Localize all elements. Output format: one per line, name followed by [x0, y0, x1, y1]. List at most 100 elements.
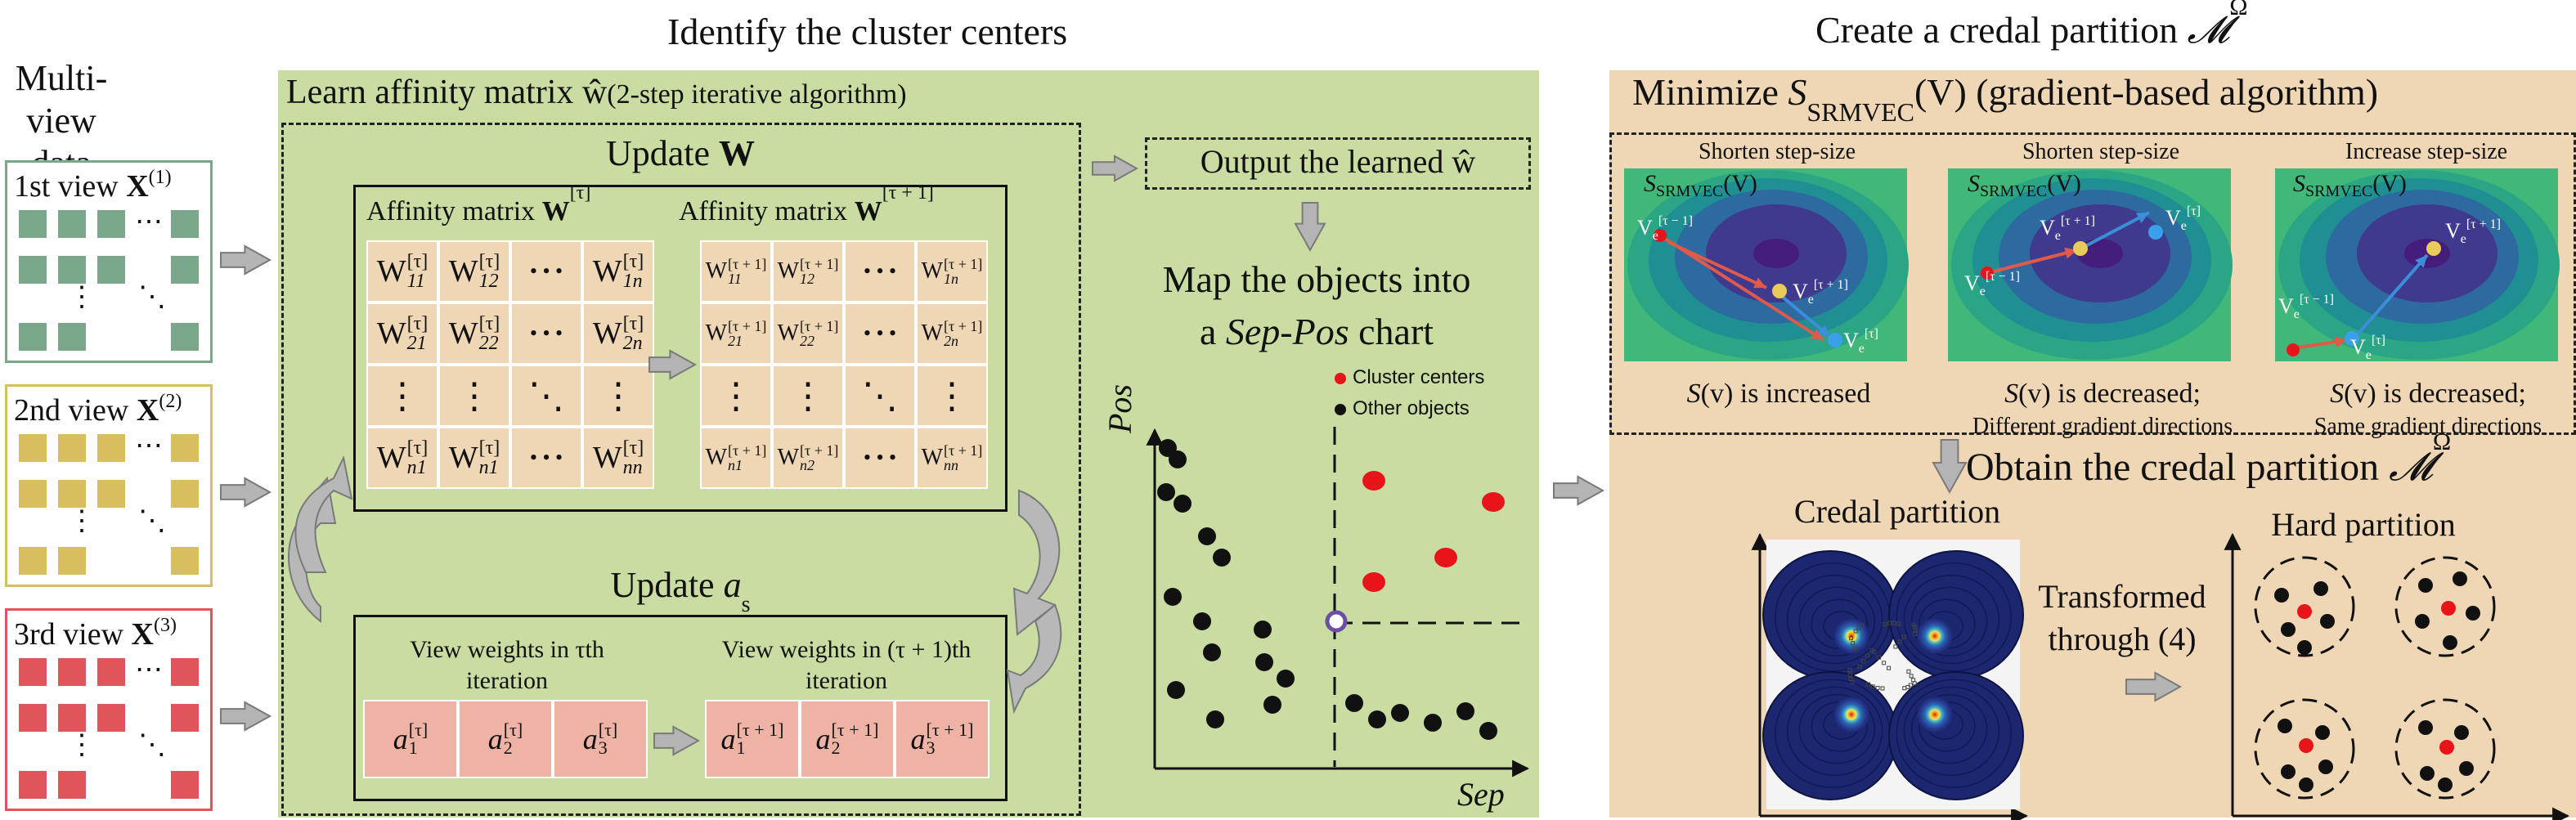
- view-label-text-1: 1st view: [14, 169, 127, 204]
- weight-sub: 3: [598, 737, 608, 758]
- map-s: S: [1968, 170, 1980, 197]
- learn-affinity-box: [281, 123, 1081, 816]
- matrix-cell: ⋱: [844, 365, 916, 427]
- matrix-index: [τ + 1]12: [800, 257, 838, 286]
- weights-tau-label: View weights in τth iteration: [360, 634, 654, 697]
- update-a-title: Update as: [353, 567, 1008, 616]
- view-cell: [58, 771, 86, 799]
- weight-cell: a[τ]1: [363, 700, 458, 778]
- view-cell: [58, 547, 86, 575]
- matrix-cell: W[τ]nn: [582, 427, 654, 489]
- matrix-var: W: [921, 320, 944, 346]
- ve-label-2c: Ve[τ]: [2165, 205, 2201, 233]
- ve-label-1b: Ve[τ + 1]: [1793, 278, 1848, 307]
- matrix-index: [τ]1n: [623, 252, 644, 291]
- matrix-sup: [τ + 1]: [728, 442, 767, 459]
- weight-cell: a[τ]3: [553, 700, 648, 778]
- sep-pos-title-c: chart: [1349, 311, 1434, 352]
- view-cell: [19, 256, 47, 284]
- view-cell: [171, 771, 199, 799]
- matrix-sup: [τ]: [406, 313, 429, 334]
- view-label-var-2: X: [136, 393, 159, 428]
- matrix-sub: 12: [478, 271, 499, 292]
- view-cell: [171, 210, 199, 238]
- matrix-index: [τ]2n: [623, 314, 644, 353]
- matrix-sup: [τ + 1]: [944, 318, 983, 334]
- weight-index: [τ + 1]2: [832, 721, 879, 757]
- matrix-cell: W[τ]22: [438, 302, 510, 365]
- matrix-cell: • • •: [510, 302, 582, 365]
- view-label-text-2: 2nd view: [14, 393, 137, 428]
- view-box-2: 2nd view X(2)⋯⋮⋱: [5, 384, 213, 587]
- hard-partition-label: Hard partition: [2271, 506, 2456, 543]
- map-tail: (V): [2372, 170, 2407, 197]
- weight-var: a: [393, 723, 408, 755]
- matrix-var: W: [921, 258, 944, 284]
- vdots-3: ⋮: [68, 730, 96, 760]
- map-sub: SRMVEC: [1656, 182, 1724, 200]
- ve-sup: [τ + 1]: [1813, 278, 1848, 292]
- legend-centers-dot: [1335, 372, 1346, 384]
- ve-sub: e: [2180, 219, 2187, 233]
- output-text: Output the learned ŵ: [1145, 146, 1531, 178]
- matrix-cell: W[τ + 1]21: [700, 302, 772, 365]
- ve-var: V: [1843, 329, 1859, 352]
- weight-sup: [τ + 1]: [736, 719, 784, 740]
- matrix-sub: nn: [622, 457, 643, 478]
- weight-sup: [τ]: [503, 719, 523, 740]
- matrix-sub: 12: [800, 271, 815, 287]
- caption-line2: Same gradient directions: [2313, 414, 2542, 439]
- arrow-view1: [220, 244, 272, 276]
- caption-text: (v) is decreased;: [2018, 379, 2201, 409]
- view-cell: [19, 480, 47, 508]
- view-cell: [19, 210, 47, 238]
- sep-pos-title-a: a: [1199, 311, 1226, 352]
- matrix-cell: • • •: [510, 240, 582, 302]
- sep-axis-label: Sep: [1457, 776, 1505, 813]
- update-w-title: Update W: [353, 136, 1008, 172]
- sep-pos-title: Map the objects into a Sep-Pos chart: [1096, 253, 1537, 358]
- create-header-sup: Ω: [2229, 0, 2248, 20]
- view-label-1: 1st view X(1): [14, 168, 172, 204]
- ve-sup: [τ − 1]: [1985, 270, 2020, 284]
- legend-others-text: Other objects: [1353, 397, 1470, 419]
- matrix-index: [τ]nn: [623, 438, 644, 477]
- minimize-title-sub: SRMVEC: [1806, 97, 1914, 128]
- update-w-var: W: [719, 133, 756, 173]
- matrix-var: W: [448, 441, 478, 475]
- matrix-cell: ⋮: [772, 365, 844, 427]
- matrix-sub: n2: [800, 457, 815, 473]
- update-a-sub: s: [741, 591, 751, 617]
- view-cell: [171, 323, 199, 351]
- learn-affinity-title-main: Learn affinity matrix: [286, 74, 582, 111]
- view-cell: [171, 434, 199, 462]
- ddots-1: ⋱: [138, 282, 166, 312]
- minimize-title: Minimize SSRMVEC(V) (gradient-based algo…: [1632, 74, 2378, 126]
- weight-cell: a[τ]2: [458, 700, 553, 778]
- learn-affinity-title: Learn affinity matrix ŵ(2-step iterative…: [286, 75, 907, 110]
- weight-index: [τ]1: [409, 721, 429, 757]
- legend-others-dot: [1335, 403, 1346, 415]
- caption-line1: S(v) is increased: [1619, 378, 1938, 410]
- legend-centers-text: Cluster centers: [1353, 366, 1485, 388]
- legend-others: Other objects: [1335, 399, 1470, 419]
- matrix-cell: W[τ + 1]n2: [772, 427, 844, 489]
- ve-sup: [τ + 1]: [2466, 217, 2501, 231]
- matrix-index: [τ + 1]2n: [944, 319, 982, 348]
- matrix-cell: ⋮: [438, 365, 510, 427]
- matrix-sup: [τ]: [622, 251, 644, 272]
- ve-sub: e: [1979, 285, 1986, 298]
- matrix-var: W: [705, 258, 728, 284]
- view-cell: [171, 256, 199, 284]
- caption-s: S: [2330, 379, 2345, 409]
- ve-label-2b: Ve[τ + 1]: [2040, 215, 2095, 243]
- matrix-sub: 21: [406, 333, 427, 354]
- weights-tau1-l1: View weights in (τ + 1)th: [721, 636, 972, 663]
- view-label-3: 3rd view X(3): [14, 616, 177, 650]
- matrix-cell: W[τ]n1: [366, 427, 438, 489]
- matrix-sub: 1n: [622, 271, 643, 292]
- matrix-sup: [τ + 1]: [728, 318, 767, 334]
- create-header: Create a credal partition 𝓜Ω: [1815, 0, 2247, 49]
- matrix-sup: [τ]: [478, 313, 500, 334]
- matrix-sup: [τ + 1]: [944, 256, 983, 272]
